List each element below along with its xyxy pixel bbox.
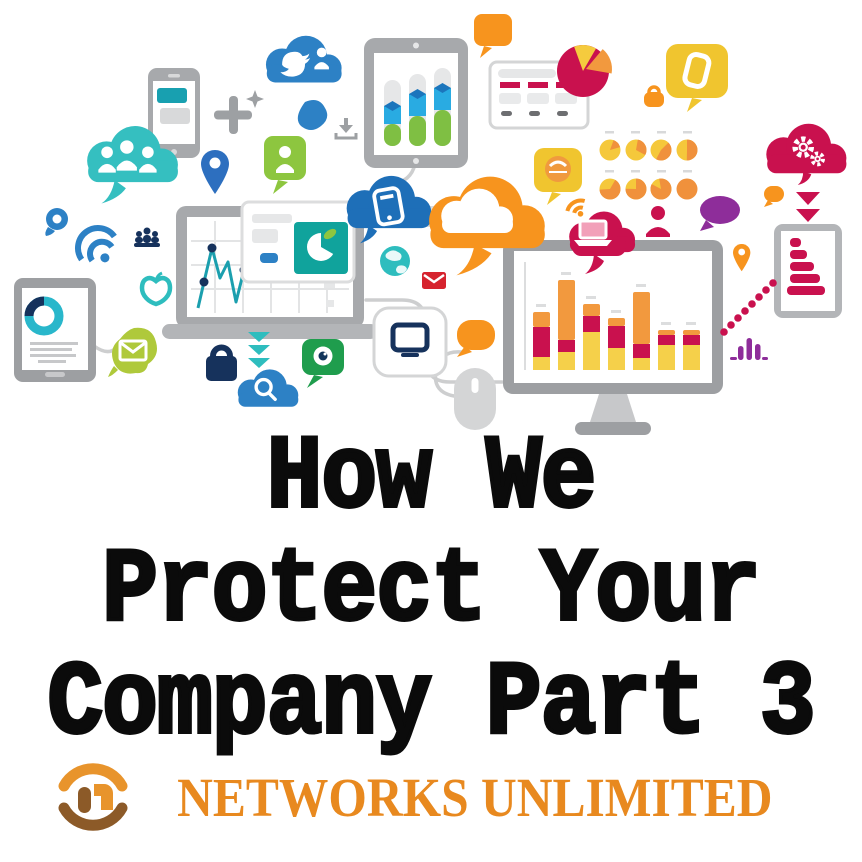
orange-cloud-icon	[429, 176, 545, 276]
computer-mouse-icon	[454, 368, 496, 430]
user-speech-bubble-icon	[264, 136, 306, 194]
down-arrows-red-icon	[796, 192, 820, 222]
phone-speech-bubble-icon	[666, 44, 728, 112]
team-podium-icon	[134, 227, 160, 247]
wifi-orange-icon	[565, 198, 586, 217]
logo: NETWORKS UNLIMITED	[0, 760, 862, 834]
avatar-speech-bubble-icon	[534, 148, 582, 205]
headline-line-2: Protect Your	[100, 532, 762, 651]
display-card-icon	[372, 306, 448, 378]
networks-unlimited-monogram-icon	[58, 763, 128, 831]
location-pin-icon	[201, 150, 229, 194]
search-cloud-icon	[237, 369, 299, 407]
headline-line-1: How We	[265, 419, 598, 538]
padlock-orange-icon	[644, 85, 664, 107]
location-pin-orange-icon	[733, 244, 751, 272]
logo-text: NETWORKS UNLIMITED	[177, 766, 773, 828]
purple-speech-bubble-icon	[700, 196, 740, 231]
location-pin-orange-hole	[738, 248, 746, 256]
down-arrows-teal-icon	[248, 332, 270, 368]
headline-line-3: Company Part 3	[46, 646, 818, 764]
people-cloud-icon	[87, 126, 178, 204]
user-silhouette-icon	[646, 206, 670, 237]
envelope-blob-icon	[108, 327, 157, 377]
tablet-donut-chart-icon	[14, 278, 96, 382]
apple-outline-icon	[139, 271, 173, 307]
blue-blob-icon	[297, 100, 328, 130]
tablet-funnel-chart-icon	[774, 224, 842, 318]
phone-cloud-icon	[346, 175, 432, 244]
gears-cloud-icon	[766, 123, 847, 185]
donut-blob-icon	[45, 208, 68, 236]
mini-bars-purple-icon	[730, 338, 768, 360]
smartphone-chat-icon	[148, 68, 200, 158]
tablet-3d-bar-chart-icon	[364, 38, 468, 168]
plus-sparkle-icon	[214, 90, 264, 134]
download-tray-icon	[334, 118, 358, 140]
location-pin-hole	[209, 157, 221, 169]
globe-icon	[380, 246, 410, 276]
twitter-cloud-icon	[265, 35, 342, 83]
orange-speech-top-icon	[474, 14, 512, 58]
mini-pie-grid-icon	[599, 131, 698, 200]
eye-speech-bubble-icon	[302, 339, 344, 388]
orange-blob-icon	[764, 186, 784, 207]
padlock-navy-icon	[206, 344, 237, 381]
illustration-collage	[14, 14, 847, 435]
dotted-trend-line-icon	[720, 279, 777, 336]
pie-chart-icon	[557, 45, 612, 97]
envelope-red-icon	[422, 272, 446, 289]
wifi-blue-icon	[75, 225, 117, 263]
headline: How We Protect Your Company Part 3	[0, 419, 862, 764]
monitor-stacked-bars-icon	[503, 240, 723, 435]
laptop-speech-bubble-icon	[569, 211, 636, 274]
analytics-card-icon	[240, 200, 356, 284]
chat-blob-orange-icon	[457, 320, 495, 357]
